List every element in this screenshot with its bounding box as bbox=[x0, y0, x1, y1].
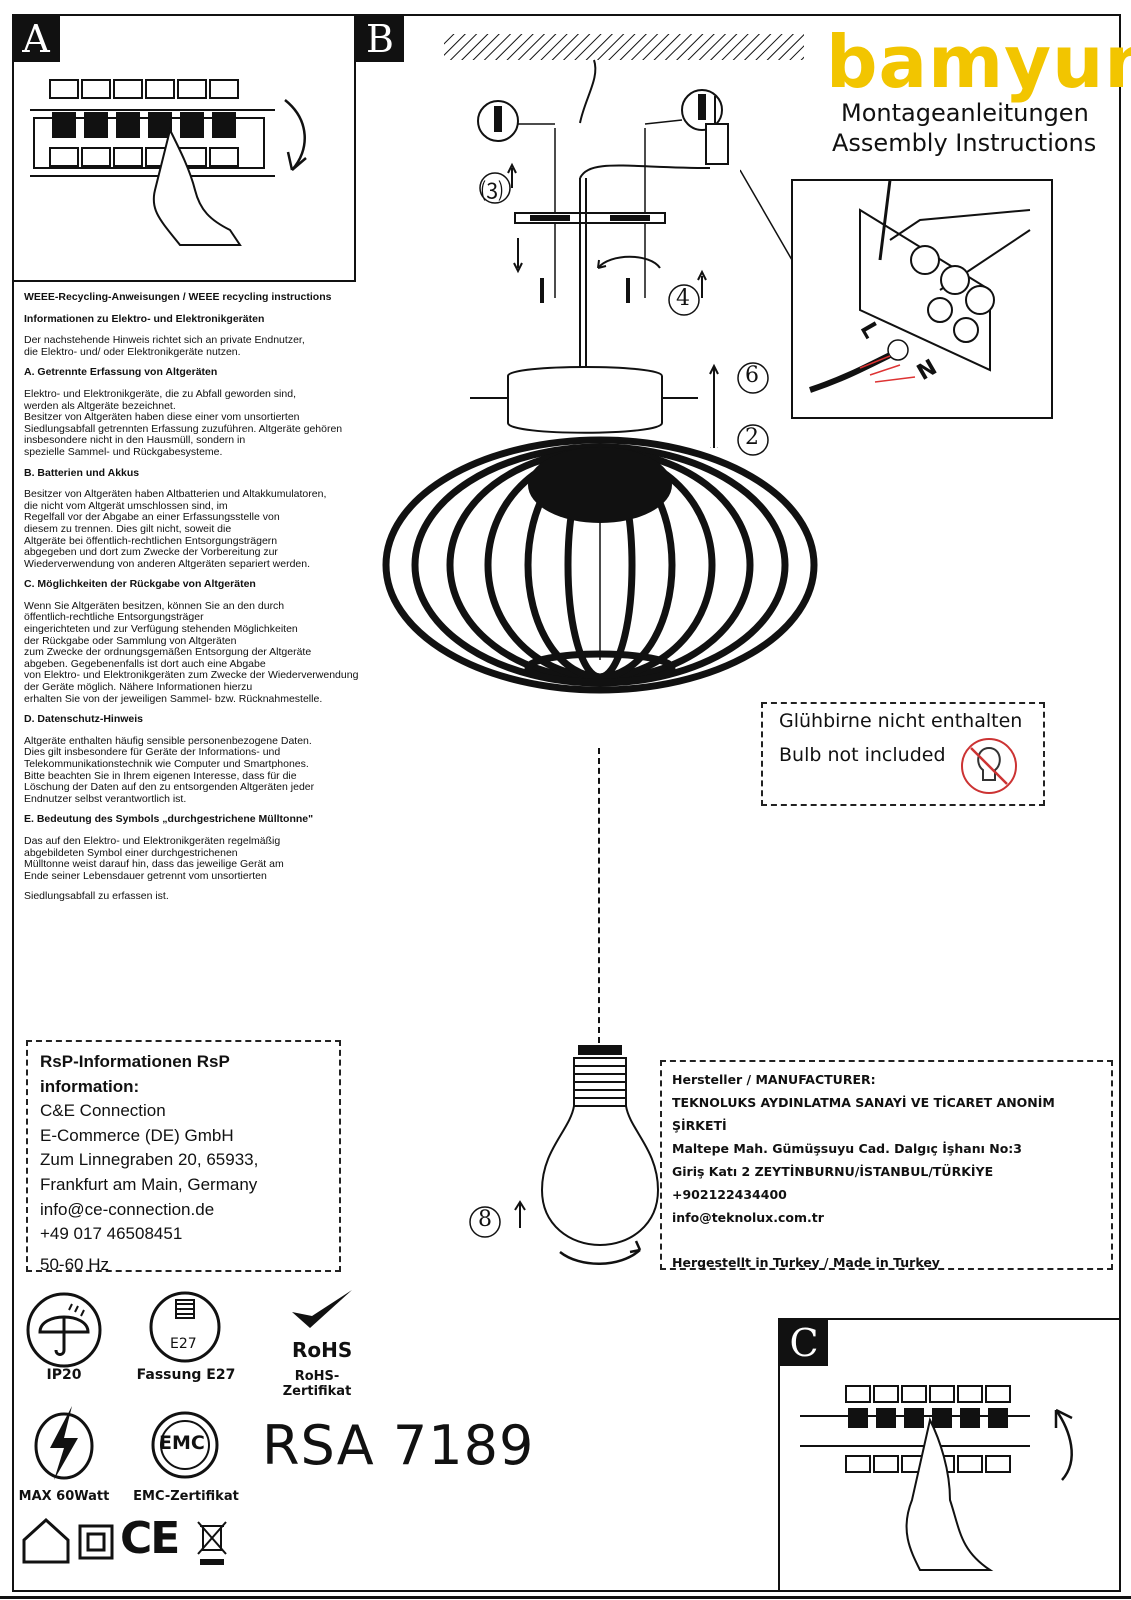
weee-section-c-text: Wenn Sie Altgeräten besitzen, können Sie… bbox=[24, 599, 359, 705]
indoor-use-icon bbox=[22, 1517, 70, 1564]
emc-badge: EMC bbox=[159, 1432, 205, 1454]
manufacturer-email: info@teknolux.com.tr bbox=[672, 1210, 824, 1225]
rsp-title: RsP-Informationen RsP information: bbox=[40, 1052, 230, 1096]
subtitle-en: Assembly Instructions bbox=[832, 129, 1097, 157]
step-3-label: ⑶ bbox=[481, 180, 504, 205]
weee-section-c-title: C. Möglichkeiten der Rückgabe von Altger… bbox=[24, 578, 256, 591]
panel-c-tag: C bbox=[780, 1320, 828, 1366]
breaker-on-illustration bbox=[800, 1385, 1073, 1571]
panel-c bbox=[778, 1318, 1121, 1592]
bottom-rule bbox=[0, 1596, 1131, 1599]
manufacturer-made-in: Hergestellt in Turkey / Made in Turkey bbox=[672, 1255, 940, 1270]
rohs-check-icon bbox=[292, 1290, 352, 1328]
step-circles bbox=[479, 172, 769, 456]
weee-title: WEEE-Recycling-Anweisungen / WEEE recycl… bbox=[24, 291, 332, 303]
class-ii-icon bbox=[78, 1524, 114, 1560]
brand-logo: bamyum bbox=[826, 20, 1131, 104]
weee-section-e-text: Das auf den Elektro- und Elektronikgerät… bbox=[24, 834, 284, 882]
rohs-label: RoHS-Zertifikat bbox=[282, 1369, 352, 1399]
lamp-cage-illustration bbox=[382, 436, 818, 694]
model-number: RSA 7189 bbox=[262, 1414, 535, 1477]
e27-label: Fassung E27 bbox=[136, 1367, 236, 1383]
manufacturer-address-1: Maltepe Mah. Gümüşsuyu Cad. Dalgıç İşhan… bbox=[672, 1141, 1022, 1156]
e27-socket-icon bbox=[149, 1291, 221, 1363]
rohs-badge: RoHS bbox=[292, 1338, 353, 1362]
manufacturer-address-2: Giriş Katı 2 ZEYTİNBURNU/İSTANBUL/TÜRKİY… bbox=[672, 1164, 994, 1179]
rsp-frequency: 50-60 Hz bbox=[40, 1254, 109, 1274]
rsp-info-box: RsP-Informationen RsP information: C&E C… bbox=[26, 1040, 341, 1274]
step-6-number: 6 bbox=[745, 363, 759, 388]
lightning-icon bbox=[34, 1406, 94, 1480]
weee-subtitle: Informationen zu Elektro- und Elektronik… bbox=[24, 312, 265, 325]
max-watt-label: MAX 60Watt bbox=[18, 1489, 110, 1504]
step-8-number: 8 bbox=[478, 1207, 492, 1232]
weee-section-d-title: D. Datenschutz-Hinweis bbox=[24, 713, 144, 726]
panel-a bbox=[12, 14, 356, 282]
ip20-umbrella-icon bbox=[26, 1292, 102, 1368]
wiring-detail bbox=[740, 169, 1053, 419]
rsp-city: Frankfurt am Main, Germany bbox=[40, 1174, 258, 1194]
ce-mark: CE bbox=[120, 1513, 180, 1564]
weee-section-d-text: Altgeräte enthalten häufig sensible pers… bbox=[24, 734, 315, 805]
step-8-arrow bbox=[514, 1200, 526, 1228]
subtitle-de: Montageanleitungen bbox=[841, 99, 1089, 127]
step-8-circle bbox=[469, 1206, 501, 1238]
weee-section-a-title: A. Getrennte Erfassung von Altgeräten bbox=[24, 366, 218, 379]
weee-bin-icon bbox=[197, 1521, 227, 1565]
panel-a-tag: A bbox=[12, 16, 60, 62]
page-frame bbox=[12, 14, 1121, 1592]
step-2-number: 2 bbox=[745, 425, 759, 450]
weee-instructions: WEEE-Recycling-Anweisungen / WEEE recycl… bbox=[24, 291, 404, 912]
manufacturer-box: Hersteller / MANUFACTURER: TEKNOLUKS AYD… bbox=[660, 1060, 1113, 1270]
weee-section-a-text: Elektro- und Elektronikgeräte, die zu Ab… bbox=[24, 387, 343, 458]
dashed-drop-line bbox=[598, 748, 600, 1043]
e27-badge: E27 bbox=[170, 1336, 197, 1352]
bulb-notice-en: Bulb not included bbox=[779, 744, 946, 766]
emc-label: EMC-Zertifikat bbox=[133, 1489, 239, 1504]
bulb-illustration bbox=[540, 1045, 660, 1265]
emc-icon bbox=[151, 1411, 219, 1479]
breaker-off-illustration bbox=[30, 79, 307, 246]
weee-section-b-title: B. Batterien und Akkus bbox=[24, 466, 140, 479]
bulb-notice-box: Glühbirne nicht enthalten Bulb not inclu… bbox=[761, 702, 1045, 806]
mounting-illustration bbox=[444, 34, 804, 448]
weee-section-e-title: E. Bedeutung des Symbols „durchgestriche… bbox=[24, 813, 314, 826]
manufacturer-name: TEKNOLUKS AYDINLATMA SANAYİ VE TİCARET A… bbox=[672, 1095, 1055, 1133]
manufacturer-phone: +902122434400 bbox=[672, 1187, 787, 1202]
panel-b-tag: B bbox=[356, 16, 404, 62]
no-bulb-icon bbox=[961, 738, 1017, 794]
weee-section-b-text: Besitzer von Altgeräten haben Altbatteri… bbox=[24, 488, 327, 570]
rsp-company: C&E Connection bbox=[40, 1101, 166, 1121]
ip20-label: IP20 bbox=[46, 1367, 82, 1383]
bulb-notice-de: Glühbirne nicht enthalten bbox=[779, 710, 1023, 732]
rsp-street: Zum Linnegraben 20, 65933, bbox=[40, 1150, 259, 1170]
rsp-email: info@ce-connection.de bbox=[40, 1199, 215, 1219]
step-4-number: 4 bbox=[676, 286, 690, 311]
rsp-company2: E-Commerce (DE) GmbH bbox=[40, 1125, 234, 1145]
weee-intro: Der nachstehende Hinweis richtet sich an… bbox=[24, 334, 305, 358]
manufacturer-title: Hersteller / MANUFACTURER: bbox=[672, 1072, 876, 1087]
weee-section-e-tail: Siedlungsabfall zu erfassen ist. bbox=[24, 890, 169, 903]
rsp-phone: +49 017 46508451 bbox=[40, 1224, 183, 1244]
